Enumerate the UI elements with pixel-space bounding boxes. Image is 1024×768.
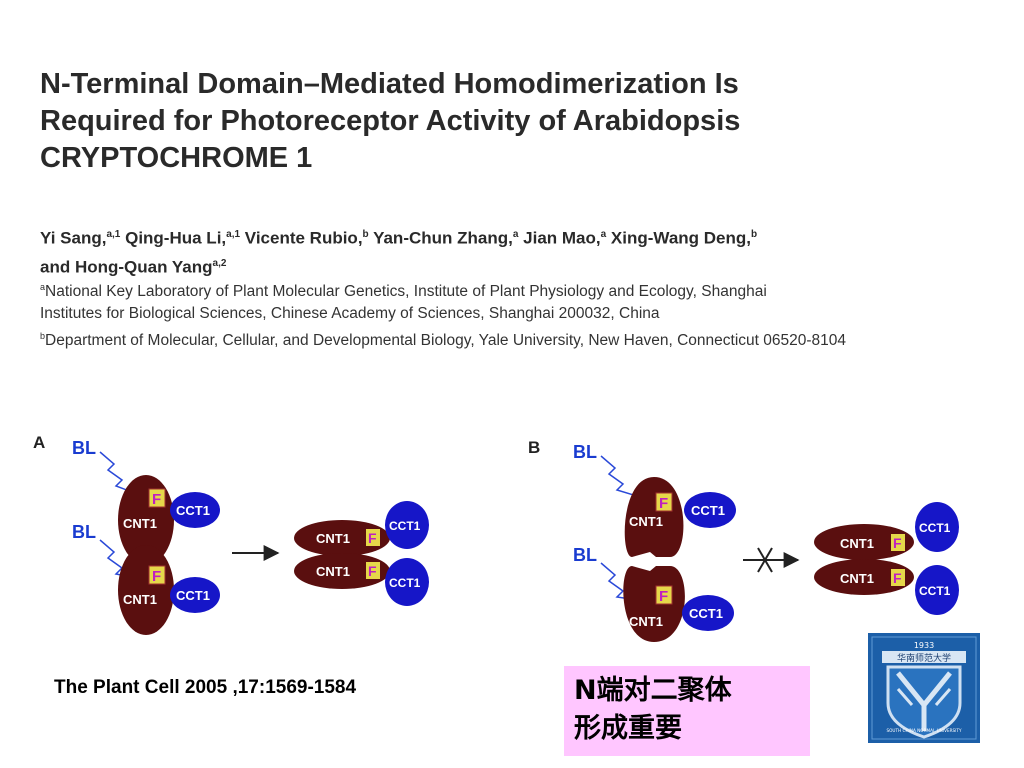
- cct1-domain: [915, 565, 959, 615]
- cnt1-label: CNT1: [840, 536, 874, 551]
- fad-label: F: [893, 570, 902, 586]
- cct1-label: CCT1: [176, 503, 210, 518]
- panel-b-label: B: [528, 438, 540, 457]
- author-name: and Hong-Quan Yang: [40, 257, 213, 277]
- citation: The Plant Cell 2005 ,17:1569-1584: [54, 677, 357, 698]
- bl-label: BL: [573, 442, 597, 462]
- fad-label: F: [659, 588, 668, 605]
- cct1-label: CCT1: [176, 588, 210, 603]
- fad-label: F: [368, 530, 377, 546]
- title-line: Required for Photoreceptor Activity of A…: [40, 105, 741, 137]
- affiliation-text: Department of Molecular, Cellular, and D…: [45, 332, 846, 350]
- cnt1-domain: [118, 545, 174, 635]
- fad-label: F: [893, 535, 902, 551]
- university-logo: 1933 华南师范大学 SOUTH CHINA NORMAL UNIVERSIT…: [868, 633, 980, 743]
- fad-box: [148, 565, 166, 585]
- cnt1-label: CNT1: [840, 571, 874, 586]
- bl-label: BL: [72, 522, 96, 542]
- author-affiliation-mark: a: [512, 229, 519, 240]
- affiliations: aNational Key Laboratory of Plant Molecu…: [40, 276, 1010, 352]
- bl-label: BL: [72, 438, 96, 458]
- affiliation-text: National Key Laboratory of Plant Molecul…: [45, 283, 767, 301]
- cct1-domain: [170, 577, 220, 613]
- affiliation-mark: b: [40, 331, 46, 342]
- fad-box: [148, 488, 166, 508]
- fad-label: F: [368, 563, 377, 579]
- cnt1-label: CNT1: [123, 516, 157, 531]
- logo-year: 1933: [914, 641, 934, 650]
- author-affiliation-mark: b: [751, 229, 758, 240]
- cnt1-label: CNT1: [123, 592, 157, 607]
- cct1-label: CCT1: [689, 606, 723, 621]
- fad-label: F: [659, 495, 668, 512]
- logo-name-cn: 华南师范大学: [897, 652, 951, 664]
- blue-light-ray: [99, 451, 149, 499]
- fad-label: F: [152, 491, 161, 508]
- author-list: Yi Sang,a,1 Qing-Hua Li,a,1 Vicente Rubi…: [40, 222, 1000, 279]
- author-affiliation-mark: a,1: [106, 229, 121, 240]
- fad-box: [655, 492, 673, 512]
- cnt1-label: CNT1: [629, 614, 663, 629]
- title-line: CRYPTOCHROME 1: [40, 142, 313, 174]
- cct1-domain: [915, 502, 959, 552]
- cct1-label: CCT1: [389, 576, 421, 590]
- author-name: Jian Mao,: [523, 228, 601, 248]
- affiliation-mark: a: [40, 282, 46, 292]
- cct1-label: CCT1: [919, 521, 951, 535]
- author-name: Yi Sang,: [40, 228, 107, 248]
- cnt1-domain: [623, 566, 685, 642]
- cct1-domain: [682, 595, 734, 631]
- affiliation-text: Institutes for Biological Sciences, Chin…: [40, 305, 660, 323]
- author-name: Vicente Rubio,: [244, 228, 363, 248]
- bl-label: BL: [573, 545, 597, 565]
- block-mark: [757, 547, 773, 573]
- fad-box: [891, 569, 905, 586]
- author-affiliation-mark: a: [600, 229, 607, 240]
- cct1-domain: [385, 501, 429, 549]
- author-affiliation-mark: a,1: [226, 229, 241, 240]
- cryptochrome-diagram: A BL BL F CNT1 CCT1 F CNT1 CCT1 CNT1 CNT…: [33, 433, 959, 642]
- cct1-domain: [170, 492, 220, 528]
- cnt1-domain: [814, 559, 914, 595]
- logo-name-en: SOUTH CHINA NORMAL UNIVERSITY: [886, 728, 961, 733]
- author-affiliation-mark: a,2: [212, 257, 227, 269]
- paper-title: N-Terminal Domain–Mediated Homodimerizat…: [40, 66, 980, 177]
- fad-box: [655, 585, 673, 605]
- fad-label: F: [152, 568, 161, 585]
- author-name: Qing-Hua Li,: [125, 228, 227, 248]
- blue-light-ray: [600, 562, 651, 603]
- fad-box: [366, 562, 380, 579]
- panel-a-label: A: [33, 433, 45, 452]
- title-line: N-Terminal Domain–Mediated Homodimerizat…: [40, 68, 739, 100]
- note-box: N端对二聚体 形成重要: [564, 666, 810, 756]
- cnt1-label: CNT1: [629, 514, 663, 529]
- note-line: 形成重要: [574, 713, 682, 744]
- cct1-label: CCT1: [919, 584, 951, 598]
- blue-light-ray: [600, 455, 651, 501]
- cct1-label: CCT1: [389, 519, 421, 533]
- cnt1-domain: [814, 524, 914, 560]
- cct1-domain: [684, 492, 736, 528]
- cct1-domain: [385, 558, 429, 606]
- author-affiliation-mark: b: [362, 229, 369, 240]
- author-name: Xing-Wang Deng,: [610, 228, 751, 248]
- fad-box: [891, 534, 905, 551]
- cnt1-label: CNT1: [316, 564, 350, 579]
- cnt1-label: CNT1: [316, 531, 350, 546]
- note-line: N端对二聚体: [574, 675, 732, 706]
- fad-box: [366, 529, 380, 546]
- author-name: Yan-Chun Zhang,: [373, 228, 513, 248]
- cct1-label: CCT1: [691, 503, 725, 518]
